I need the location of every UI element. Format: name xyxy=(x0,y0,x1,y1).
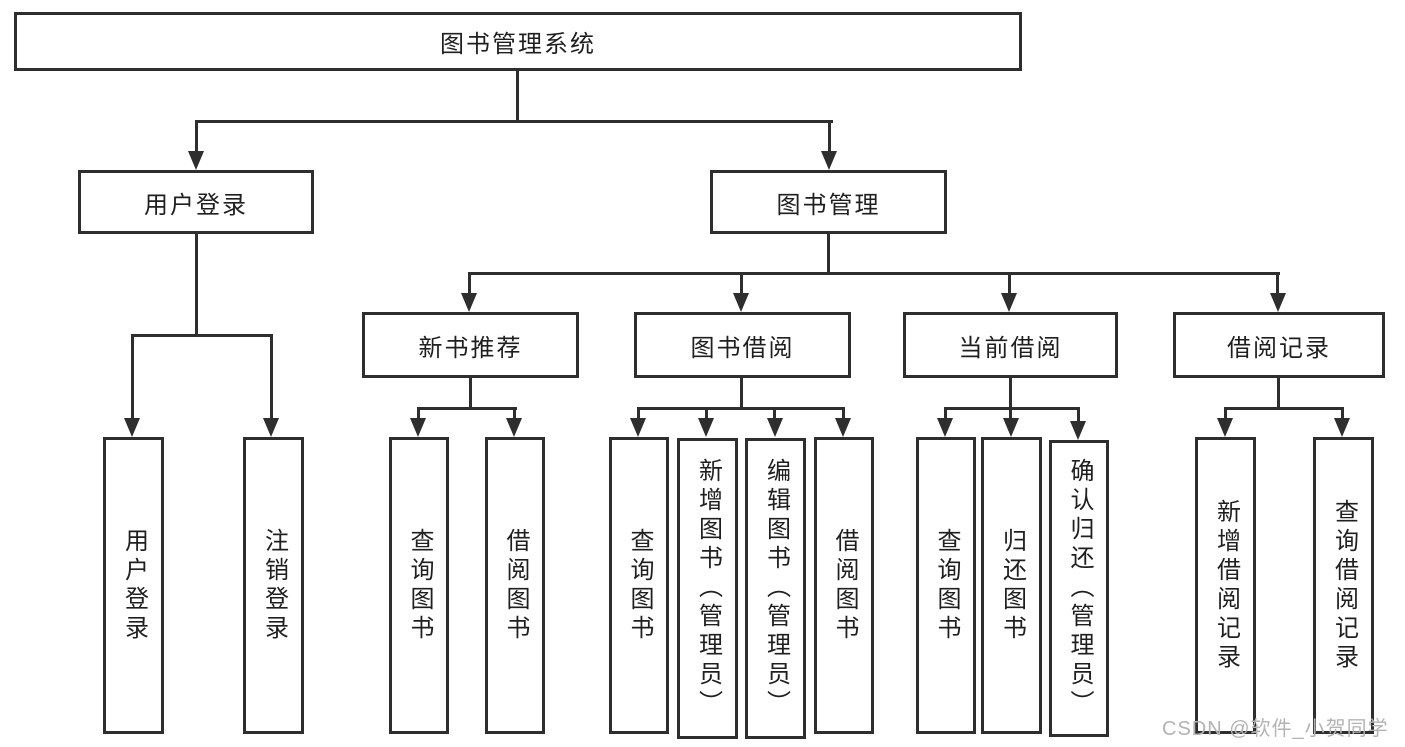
watermark: CSDN @软件_小贺同学 xyxy=(1162,718,1389,740)
leaf-label: 借阅图书 xyxy=(831,527,858,644)
arrow-down-icon xyxy=(1001,293,1017,312)
leaf-label: 借阅图书 xyxy=(502,527,529,644)
connector-line xyxy=(637,407,640,420)
connector-line xyxy=(1009,407,1012,420)
node-label: 图书借阅 xyxy=(690,334,795,362)
leaf-label: 新增借阅记录 xyxy=(1212,498,1240,673)
connector-line xyxy=(1224,407,1227,420)
arrow-down-icon xyxy=(835,418,851,437)
leaf-borrow-books-recommendation: 借阅图书 xyxy=(485,437,545,734)
arrow-down-icon xyxy=(1217,418,1233,437)
arrow-down-icon xyxy=(1003,418,1019,437)
leaf-add-borrowing-record: 新增借阅记录 xyxy=(1195,437,1256,734)
connector-line xyxy=(1077,407,1080,423)
connector-line xyxy=(131,334,273,337)
connector-line xyxy=(740,378,743,410)
node-book-management: 图书管理 xyxy=(710,170,947,234)
connector-line xyxy=(740,272,743,296)
connector-line xyxy=(195,120,833,123)
connector-line xyxy=(1224,407,1344,410)
arrow-down-icon xyxy=(506,418,522,437)
connector-line xyxy=(1008,272,1011,296)
leaf-label: 查询借阅记录 xyxy=(1330,498,1358,673)
connector-line xyxy=(513,407,516,420)
connector-line xyxy=(637,407,845,410)
leaf-label: 编辑图书（管理员） xyxy=(762,458,790,719)
arrow-down-icon xyxy=(124,418,140,437)
node-borrowing-records: 借阅记录 xyxy=(1173,312,1385,378)
leaf-query-books-borrowing: 查询图书 xyxy=(609,437,669,734)
leaf-edit-books-admin: 编辑图书（管理员） xyxy=(745,438,806,739)
node-label: 图书管理 xyxy=(776,191,881,219)
connector-line xyxy=(131,334,134,419)
connector-line xyxy=(1277,378,1280,410)
connector-line xyxy=(828,120,831,153)
arrow-down-icon xyxy=(767,418,783,437)
node-book-borrowing: 图书借阅 xyxy=(634,312,851,378)
connector-line xyxy=(705,407,708,420)
arrow-down-icon xyxy=(410,418,426,437)
arrow-down-icon xyxy=(733,293,749,312)
connector-line xyxy=(417,407,517,410)
leaf-query-books-current: 查询图书 xyxy=(916,437,976,734)
node-label: 图书管理系统 xyxy=(440,31,596,58)
node-label: 当前借阅 xyxy=(958,334,1063,362)
connector-line xyxy=(827,234,830,275)
arrow-down-icon xyxy=(937,418,953,437)
leaf-label: 注销登录 xyxy=(260,527,288,644)
leaf-label: 查询图书 xyxy=(406,527,433,644)
leaf-label: 查询图书 xyxy=(626,527,653,644)
arrow-down-icon xyxy=(263,418,279,437)
node-current-borrowing: 当前借阅 xyxy=(903,312,1118,378)
connector-line xyxy=(270,334,273,419)
arrow-down-icon xyxy=(698,418,714,437)
leaf-label: 用户登录 xyxy=(120,527,148,644)
arrow-down-icon xyxy=(188,151,204,170)
connector-line xyxy=(516,70,519,123)
arrow-down-icon xyxy=(630,418,646,437)
leaf-query-borrowing-record: 查询借阅记录 xyxy=(1313,437,1374,734)
node-label: 借阅记录 xyxy=(1227,334,1331,362)
leaf-label: 确认归还（管理员） xyxy=(1066,458,1093,719)
connector-line xyxy=(944,407,947,420)
connector-line xyxy=(195,234,198,337)
leaf-label: 新增图书（管理员） xyxy=(694,458,722,719)
leaf-confirm-return-admin: 确认归还（管理员） xyxy=(1049,440,1109,737)
arrow-down-icon xyxy=(821,151,837,170)
connector-line xyxy=(944,407,1080,410)
leaf-label: 归还图书 xyxy=(998,527,1026,644)
connector-line xyxy=(469,378,472,410)
leaf-return-books: 归还图书 xyxy=(981,437,1042,734)
connector-line xyxy=(773,407,776,420)
node-library-management-system: 图书管理系统 xyxy=(14,12,1022,71)
arrow-down-icon xyxy=(1070,421,1086,440)
connector-line xyxy=(1341,407,1344,420)
connector-line xyxy=(1276,272,1279,296)
leaf-logout-login: 注销登录 xyxy=(243,437,304,734)
arrow-down-icon xyxy=(1334,418,1350,437)
leaf-query-books-recommendation: 查询图书 xyxy=(389,437,449,734)
connector-line xyxy=(195,120,198,153)
node-label: 新书推荐 xyxy=(418,334,523,362)
leaf-borrow-books-borrowing: 借阅图书 xyxy=(814,437,874,734)
connector-line xyxy=(417,407,420,420)
node-new-book-recommendation: 新书推荐 xyxy=(362,312,579,378)
arrow-down-icon xyxy=(1270,293,1286,312)
leaf-add-books-admin: 新增图书（管理员） xyxy=(677,438,738,739)
leaf-label: 查询图书 xyxy=(933,527,960,644)
connector-line xyxy=(842,407,845,420)
arrow-down-icon xyxy=(461,293,477,312)
node-label: 用户登录 xyxy=(144,191,248,219)
node-user-login: 用户登录 xyxy=(78,170,314,234)
connector-line xyxy=(1009,378,1012,410)
leaf-user-login: 用户登录 xyxy=(103,437,164,734)
connector-line xyxy=(468,272,1280,275)
connector-line xyxy=(468,272,471,296)
